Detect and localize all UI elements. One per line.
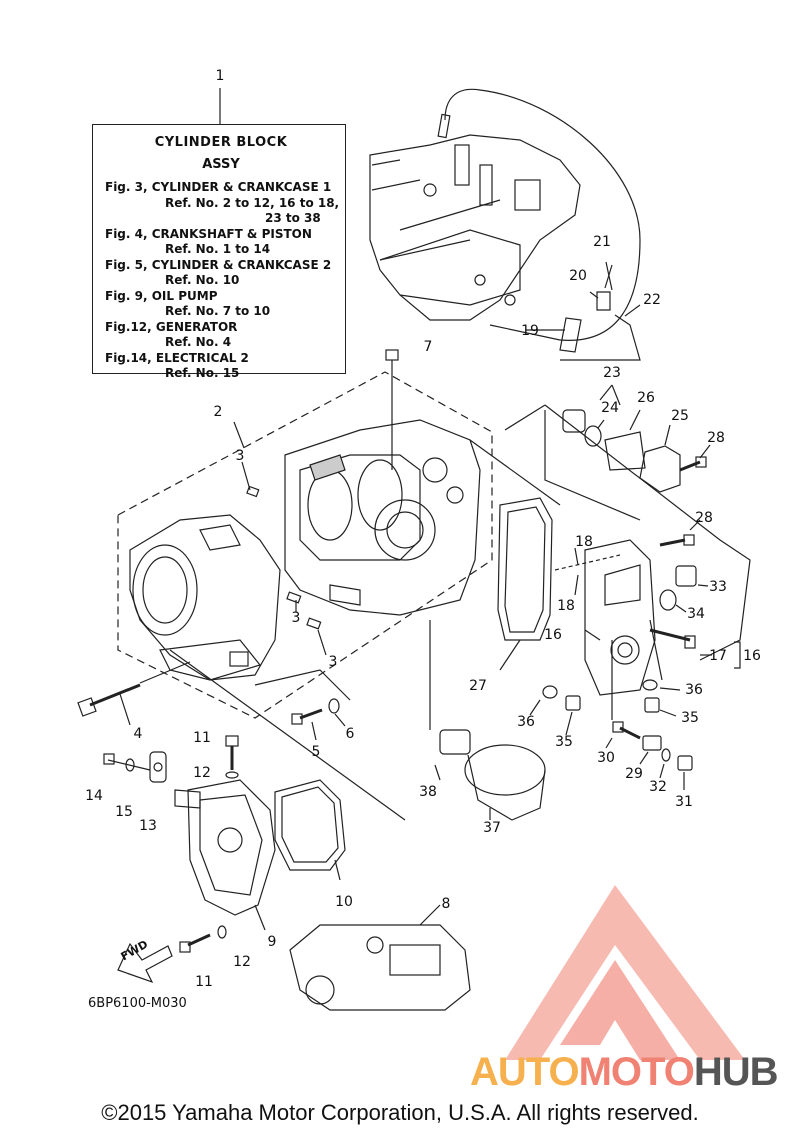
note-line: Ref. No. 15: [165, 366, 240, 380]
brand-part: MOTO: [578, 1050, 695, 1094]
callout-label: 20: [569, 268, 587, 284]
note-line: Fig.12, GENERATOR: [105, 319, 238, 334]
callout-label: 18: [557, 598, 575, 614]
callout-label: 9: [267, 934, 277, 950]
callout-label: 27: [469, 678, 487, 694]
callout-label: 25: [671, 408, 689, 424]
callout-label: 22: [643, 292, 661, 308]
callout-label: 28: [707, 430, 725, 446]
diagram-code: 6BP6100-M030: [88, 996, 187, 1011]
callout-label: 28: [695, 510, 713, 526]
callout-label: 35: [555, 734, 573, 750]
note-line: Fig. 4, CRANKSHAFT & PISTON: [105, 226, 312, 241]
note-line: Ref. No. 4: [165, 335, 232, 349]
callout-label: 14: [85, 788, 103, 804]
callout-label: 33: [709, 579, 727, 595]
callout-label: 12: [193, 765, 211, 781]
callout-label: 18: [575, 534, 593, 550]
brand-part: AUTO: [470, 1050, 580, 1094]
callout-label: 36: [685, 682, 703, 698]
callout-label: 37: [483, 820, 501, 836]
callout-label: 17: [709, 648, 727, 664]
note-line: Fig. 9, OIL PUMP: [105, 288, 218, 303]
callout-label: 23: [603, 365, 621, 381]
copyright-notice: ©2015 Yamaha Motor Corporation, U.S.A. A…: [101, 1100, 699, 1125]
note-line: Ref. No. 1 to 14: [165, 242, 271, 256]
callout-label: 3: [328, 654, 338, 670]
callout-label: 4: [133, 726, 143, 742]
callout-label: 1: [215, 68, 225, 84]
brand-part: HUB: [693, 1050, 779, 1094]
callout-label: 8: [441, 896, 451, 912]
note-line: Ref. No. 7 to 10: [165, 304, 271, 318]
callout-label: 5: [311, 744, 321, 760]
callout-label: 13: [139, 818, 157, 834]
callout-label: 36: [517, 714, 535, 730]
callout-label: 2: [213, 404, 223, 420]
callout-label: 16: [743, 648, 761, 664]
callout-label: 16: [544, 627, 562, 643]
callout-label: 19: [521, 323, 539, 339]
callout-label: 6: [345, 726, 355, 742]
callout-label: 11: [193, 730, 211, 746]
note-line: Fig. 3, CYLINDER & CRANKCASE 1: [105, 180, 332, 194]
callout-label: 29: [625, 766, 643, 782]
callout-label: 10: [335, 894, 353, 910]
callout-label: 38: [419, 784, 437, 800]
callout-label: 11: [195, 974, 213, 990]
note-line: Ref. No. 10: [165, 273, 240, 287]
callout-label: 35: [681, 710, 699, 726]
watermark-logo: [505, 885, 745, 1060]
callout-label: 34: [687, 606, 705, 622]
callout-label: 7: [423, 339, 433, 355]
callout-label: 21: [593, 234, 611, 250]
callout-label: 30: [597, 750, 615, 766]
callout-label: 15: [115, 804, 133, 820]
note-line: Fig. 5, CYLINDER & CRANKCASE 2: [105, 257, 332, 272]
callout-label: 12: [233, 954, 251, 970]
note-line: 23 to 38: [265, 211, 321, 225]
note-title: CYLINDER BLOCK: [154, 135, 288, 150]
callout-label: 3: [235, 448, 245, 464]
callout-label: 24: [601, 400, 619, 416]
note-line: Ref. No. 2 to 12, 16 to 18,: [165, 195, 340, 210]
callout-label: 32: [649, 779, 667, 795]
reference-note-box: CYLINDER BLOCK ASSY Fig. 3, CYLINDER & C…: [92, 124, 346, 380]
callout-label: 26: [637, 390, 655, 406]
note-line: Fig.14, ELECTRICAL 2: [105, 350, 249, 365]
note-subtitle: ASSY: [202, 156, 240, 172]
watermark-brand-text: AUTOMOTOHUB: [470, 1050, 779, 1094]
callout-label: 31: [675, 794, 693, 810]
callout-label: 3: [291, 610, 301, 626]
